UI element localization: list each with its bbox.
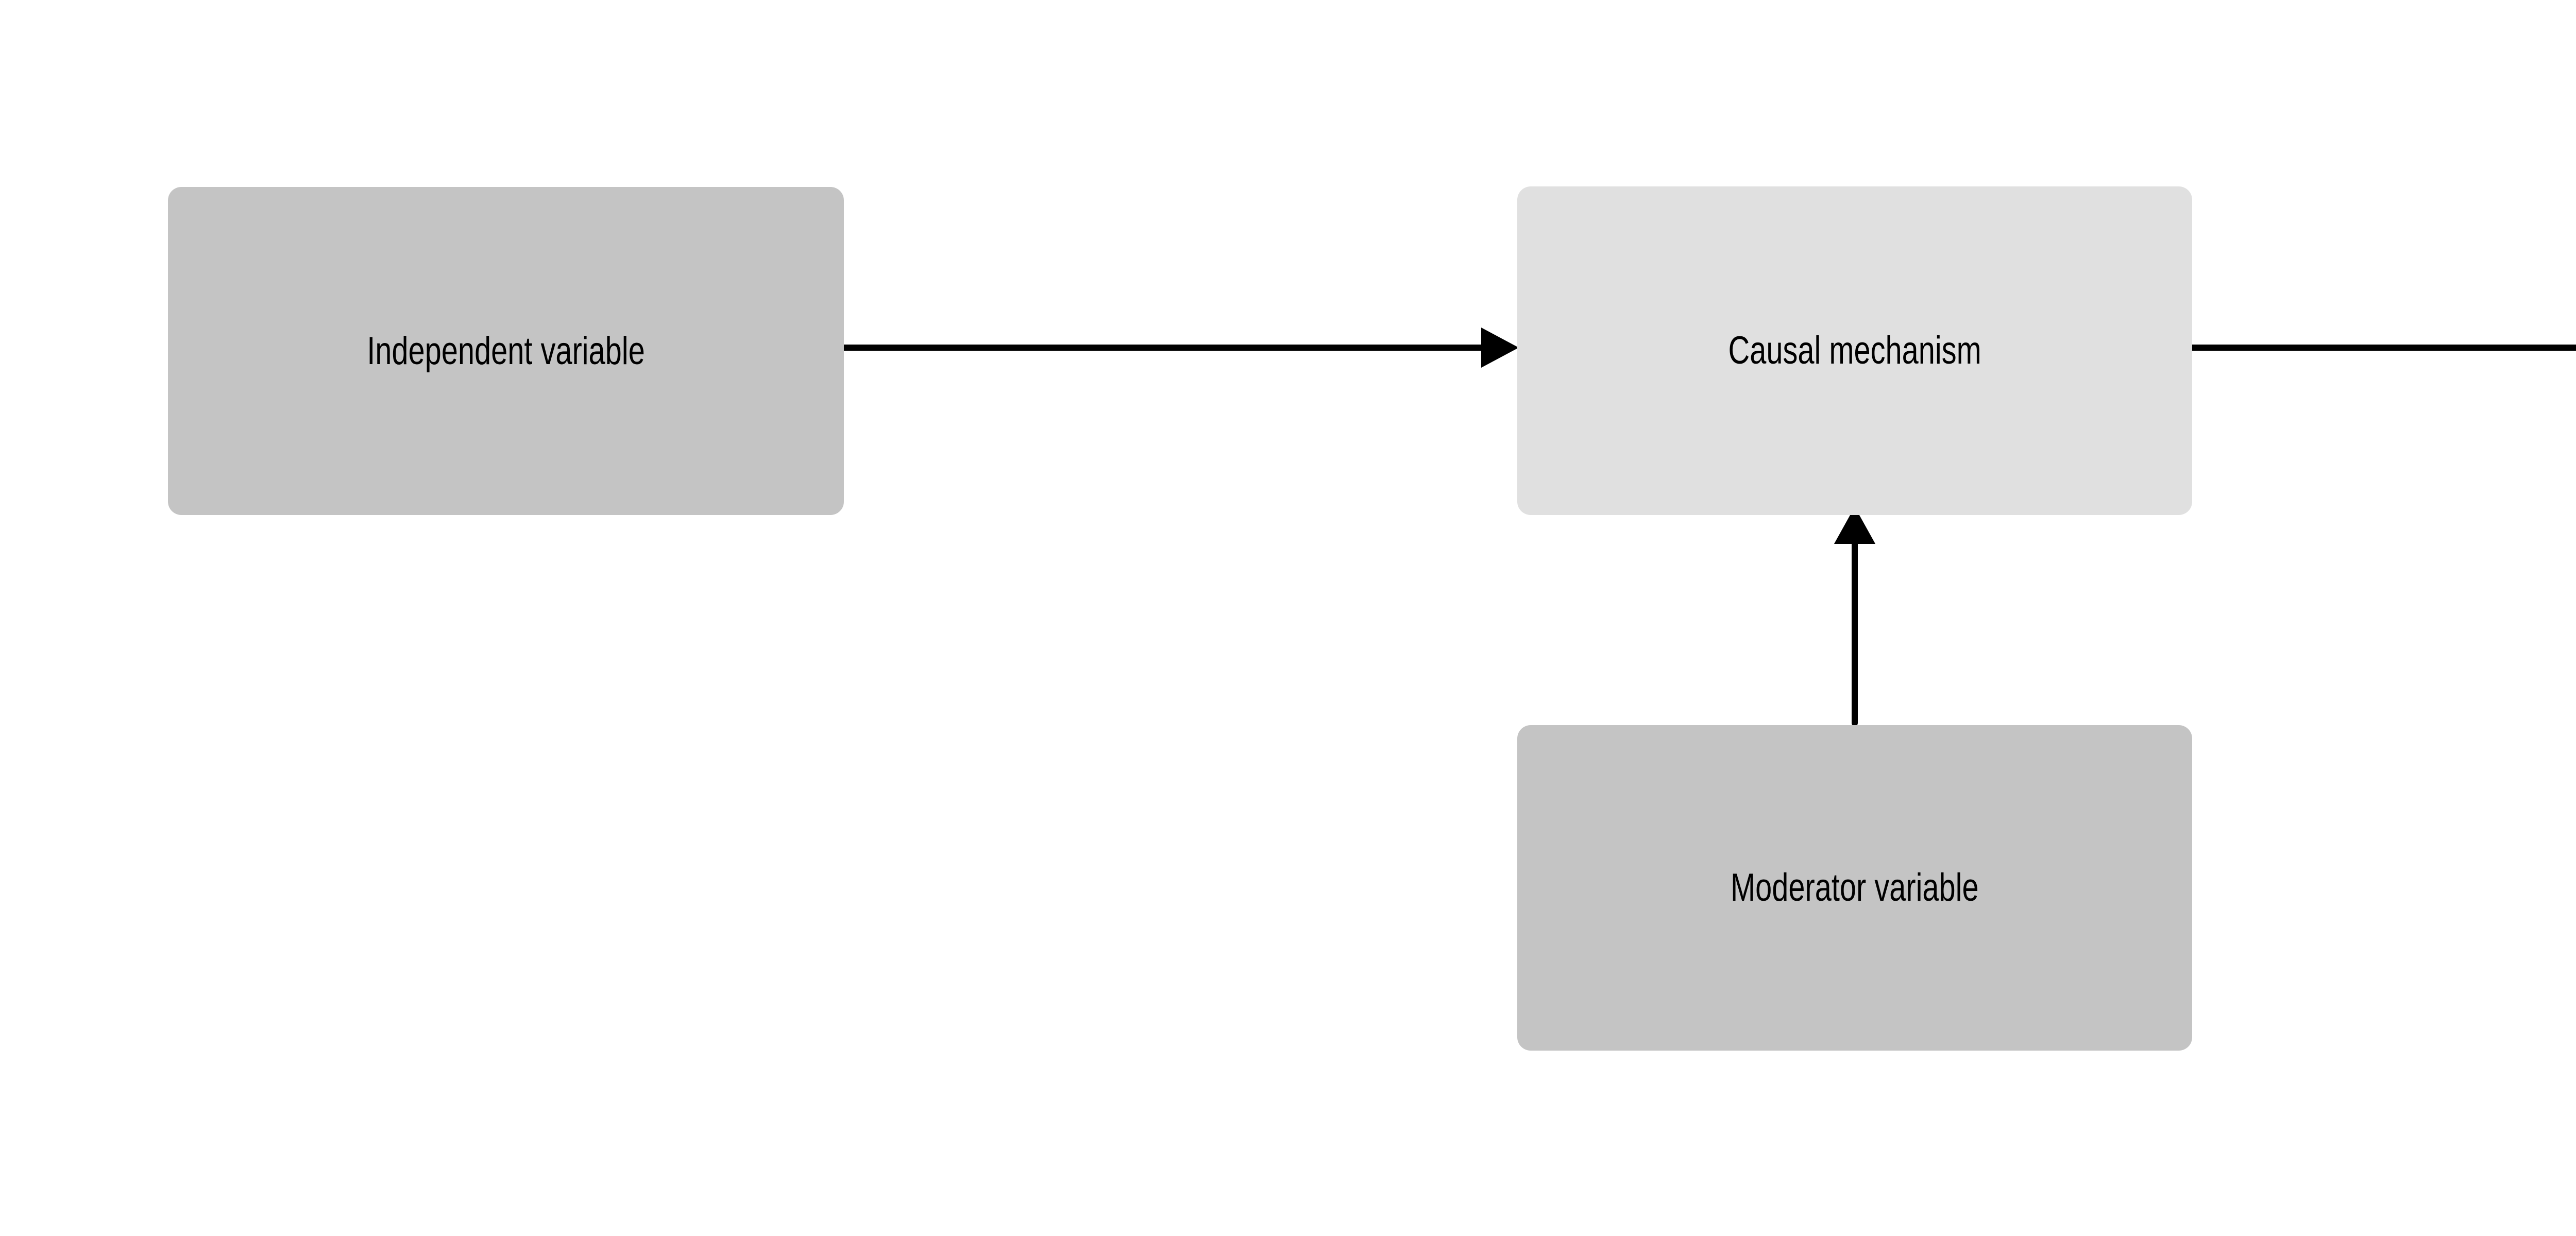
- edge-causal-to-dependent: [2186, 345, 2576, 351]
- node-label-independent-variable: Independent variable: [367, 329, 645, 373]
- node-causal-mechanism[interactable]: Causal mechanism: [1517, 186, 2192, 515]
- node-label-causal-mechanism: Causal mechanism: [1728, 329, 1981, 372]
- arrowhead-right-icon: [1481, 328, 1519, 368]
- node-moderator-variable[interactable]: Moderator variable: [1517, 725, 2192, 1051]
- node-independent-variable[interactable]: Independent variable: [168, 187, 844, 515]
- node-label-moderator-variable: Moderator variable: [1731, 866, 1979, 909]
- edge-moderator-to-causal: [1834, 507, 1875, 726]
- edge-independent-to-causal: [838, 328, 1519, 368]
